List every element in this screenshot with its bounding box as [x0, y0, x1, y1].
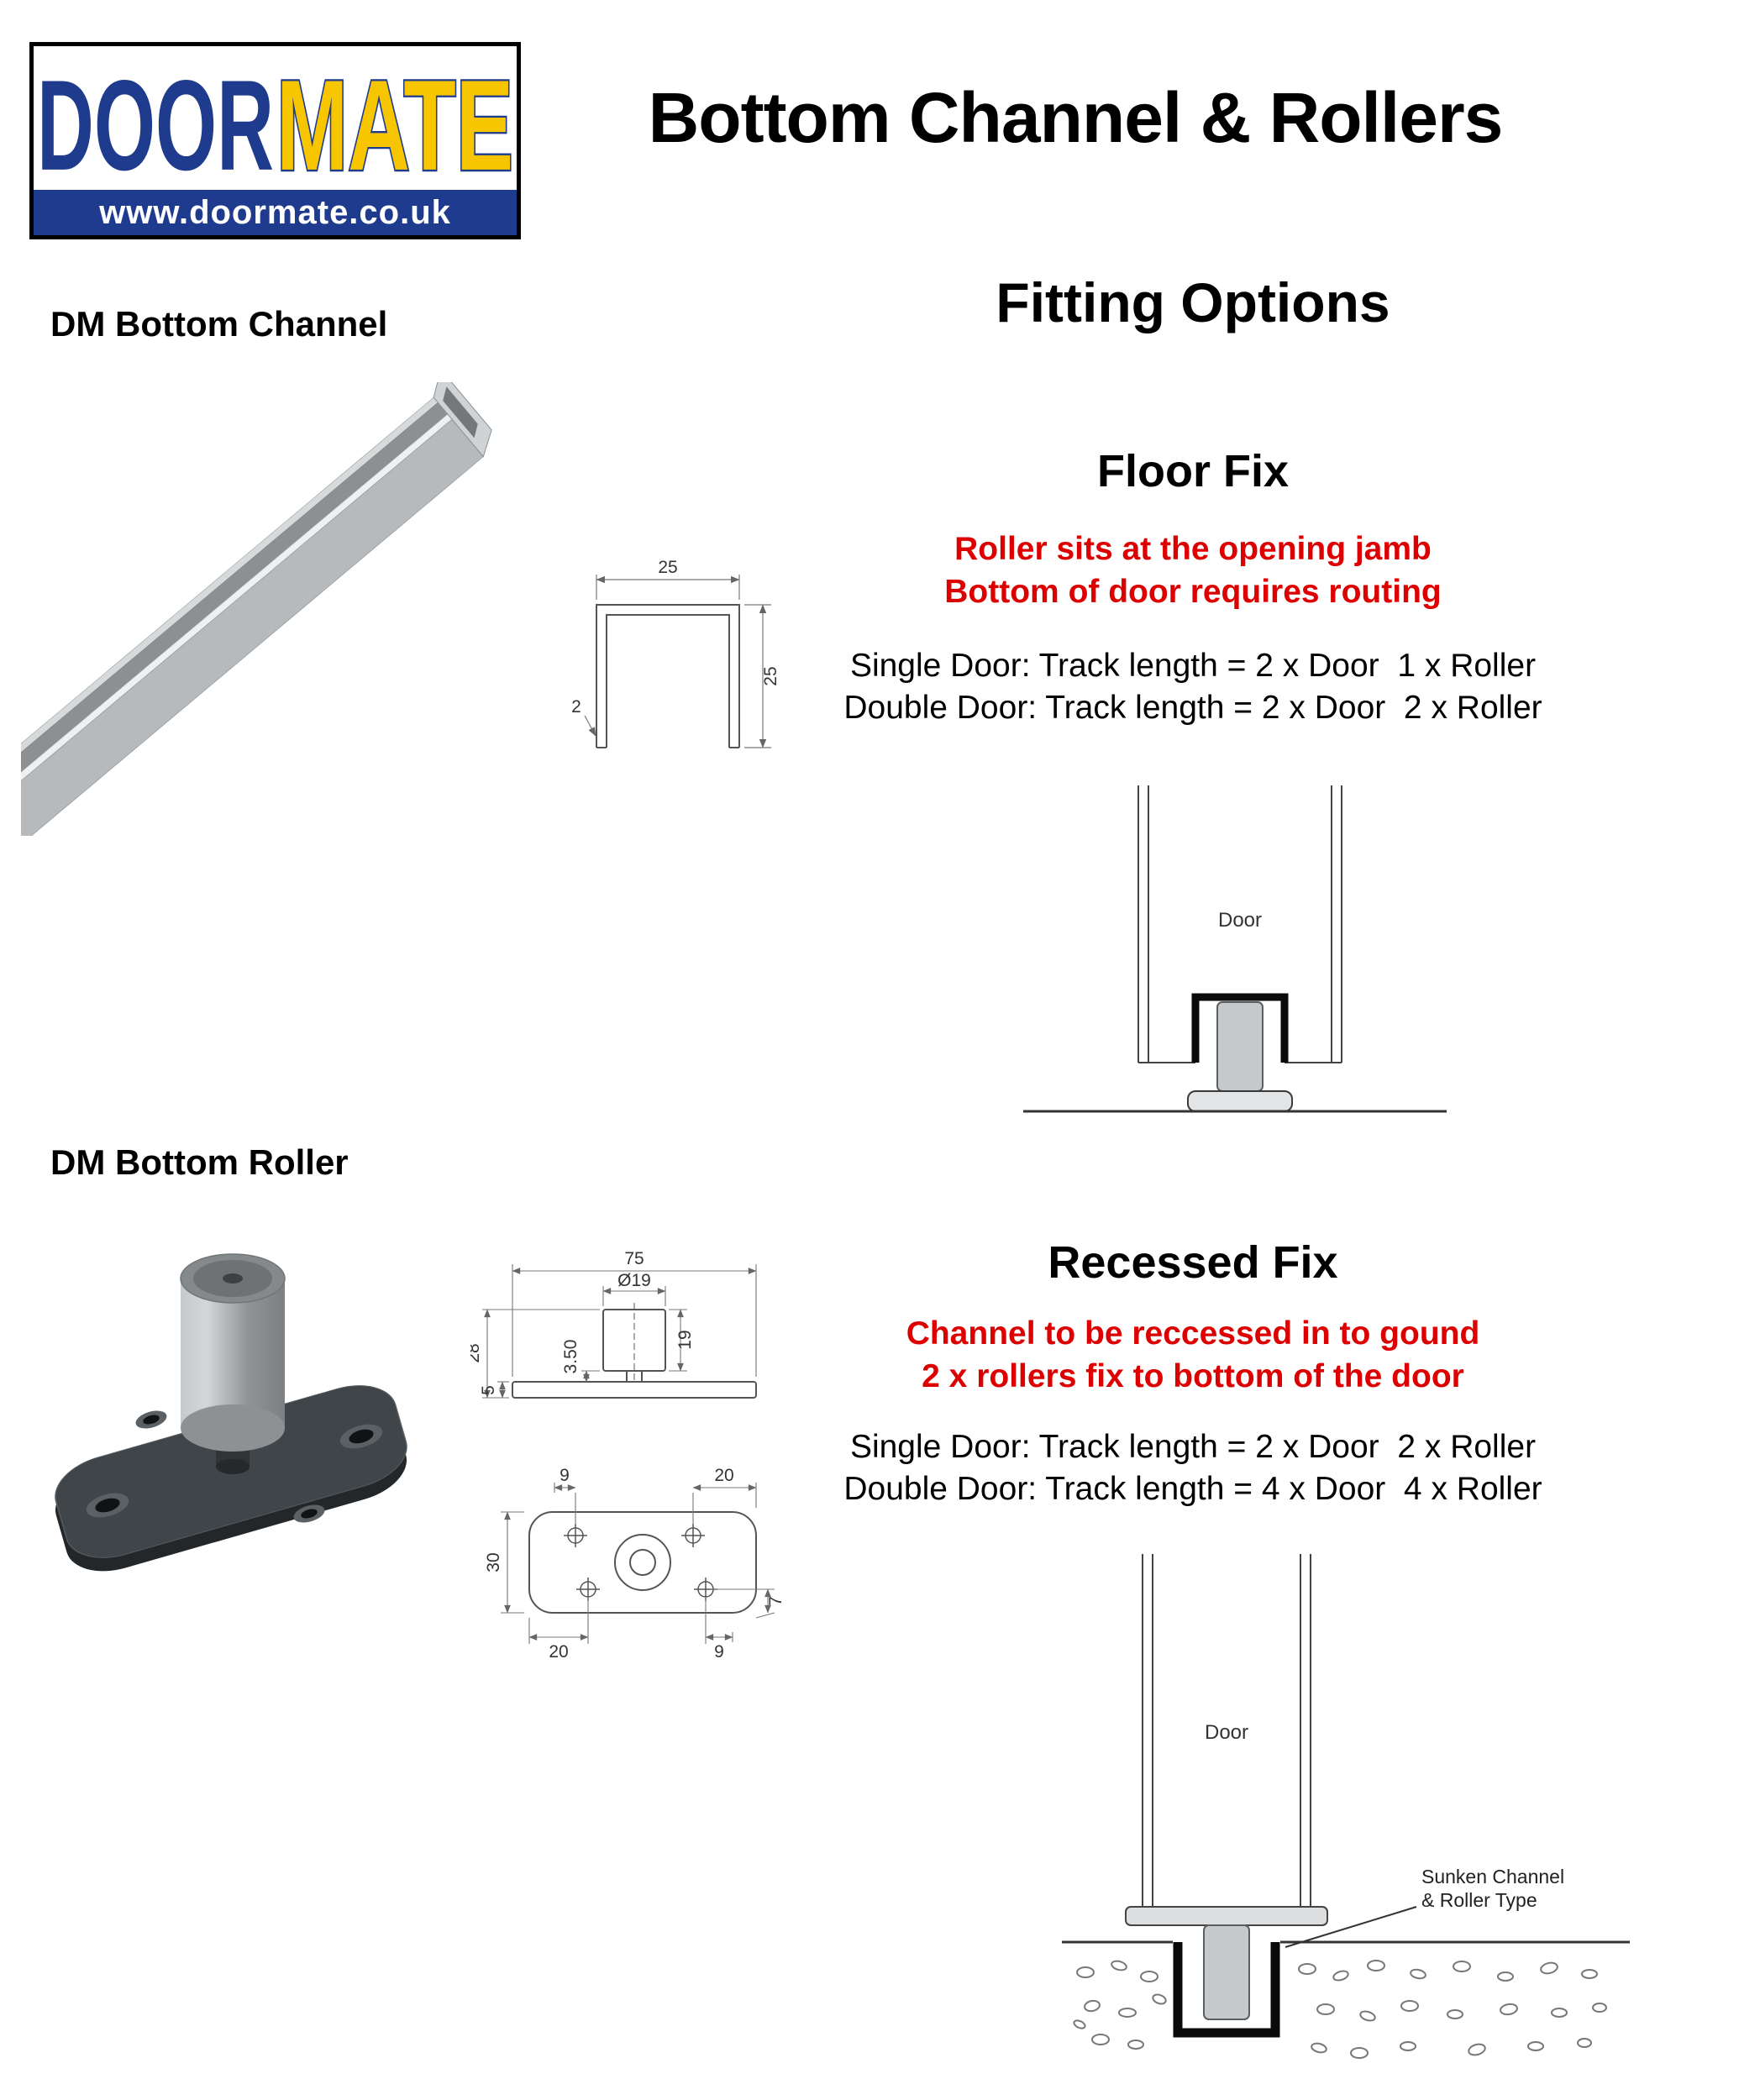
dim-channel-width: 25 [658, 558, 677, 577]
floor-fix-warning-line2: Bottom of door requires routing [944, 574, 1442, 611]
floor-fix-warning: Roller sits at the opening jamb Bottom o… [806, 528, 1579, 614]
roller-plan-drawing: 9 20 30 20 9 7 [484, 1466, 785, 1662]
floor-fix-spec-line1: Single Door: Track length = 2 x Door 1 x… [849, 648, 1537, 684]
channel-3d-render [21, 382, 492, 836]
ground-texture [1073, 1960, 1607, 2059]
dim-plan-edge-offset: 7 [766, 1596, 785, 1606]
page-title: Bottom Channel & Rollers [648, 78, 1504, 157]
doormate-logo: DOOR MATE www.doormate.co.uk [29, 42, 521, 239]
recessed-roller-plate [1125, 1906, 1328, 1926]
logo-url-text: www.doormate.co.uk [99, 193, 451, 231]
floor-fix-title: Floor Fix [1097, 446, 1289, 496]
dim-channel-height: 25 [761, 666, 780, 685]
recessed-fix-specs: Single Door: Track length = 2 x Door 2 x… [806, 1426, 1579, 1510]
channel-3d-body [21, 382, 492, 836]
roller-3d-render [55, 1253, 407, 1572]
roller-side-drawing: 75 Ø19 28 3.50 19 5 [470, 1249, 757, 1399]
roller-plan-profile [528, 1511, 757, 1614]
logo-brand-door: DOOR [37, 55, 274, 193]
recessed-roller [1203, 1924, 1250, 2020]
floor-fix-diagram: Door [1023, 785, 1447, 1113]
sunken-channel-annotation: Sunken Channel & Roller Type [1421, 1866, 1564, 1911]
floor-fix-routed-groove [1191, 993, 1289, 1063]
floor-fix-spec-line2: Double Door: Track length = 2 x Door 2 x… [843, 689, 1542, 726]
recessed-fix-spec-line1: Single Door: Track length = 2 x Door 2 x… [849, 1429, 1537, 1465]
plate-screw-holes [86, 1410, 383, 1523]
logo-brand-mate: MATE [276, 55, 513, 193]
logo-url-bar: www.doormate.co.uk [34, 190, 517, 235]
floor-fix-door-label: Door [1218, 909, 1262, 932]
dim-roller-total-height: 28 [470, 1343, 483, 1362]
annotation-line1: Sunken Channel [1421, 1866, 1564, 1887]
dim-roller-height: 19 [675, 1330, 695, 1349]
logo-wordmark: DOOR MATE [37, 55, 515, 193]
sunken-channel [1173, 1942, 1280, 2038]
dim-channel-thickness: 2 [571, 697, 581, 717]
recessed-fix-warning: Channel to be reccessed in to gound 2 x … [806, 1312, 1579, 1399]
roller-side-dim-lines [482, 1264, 757, 1399]
floor-fix-base-plate [1187, 1090, 1293, 1112]
dim-plan-top-left: 9 [560, 1466, 570, 1485]
annotation-line2: & Roller Type [1421, 1889, 1537, 1911]
dim-plan-height: 30 [484, 1552, 503, 1572]
dim-roller-plate-width: 75 [624, 1249, 644, 1268]
dim-roller-diameter: Ø19 [617, 1271, 651, 1290]
floor-fix-specs: Single Door: Track length = 2 x Door 1 x… [806, 645, 1579, 729]
roller-plan-dim-lines [501, 1483, 775, 1644]
dim-plate-thickness: 5 [479, 1385, 498, 1395]
recessed-door-label: Door [1205, 1721, 1248, 1744]
floor-fix-door-outline [1137, 785, 1342, 1063]
channel-profile [596, 604, 740, 748]
annotation-leader-line [1285, 1906, 1417, 1948]
floor-fix-warning-line1: Roller sits at the opening jamb [954, 531, 1432, 567]
dim-plan-bottom-left: 20 [549, 1642, 568, 1662]
fitting-options-heading: Fitting Options [996, 271, 1390, 333]
roller-wheel [180, 1253, 286, 1452]
roller-side-profile [512, 1303, 757, 1399]
recessed-fix-warning-line1: Channel to be reccessed in to gound [906, 1315, 1480, 1352]
recessed-fix-spec-line2: Double Door: Track length = 4 x Door 4 x… [843, 1470, 1542, 1507]
recessed-fix-warning-line2: 2 x rollers fix to bottom of the door [922, 1358, 1464, 1395]
dim-plan-top-right: 20 [714, 1466, 733, 1485]
floor-fix-roller [1216, 1001, 1264, 1092]
recessed-fix-title: Recessed Fix [1048, 1237, 1338, 1288]
roller-section-label: DM Bottom Roller [50, 1142, 349, 1182]
channel-dim-lines [584, 575, 771, 748]
dim-roller-clearance: 3.50 [561, 1340, 581, 1374]
dim-plan-bottom-right: 9 [714, 1642, 724, 1662]
channel-section-label: DM Bottom Channel [50, 304, 388, 344]
channel-cross-section-drawing: 25 25 2 [571, 558, 780, 748]
recessed-fix-diagram: Door Sunken Channel & Roller Type [1062, 1554, 1630, 2059]
